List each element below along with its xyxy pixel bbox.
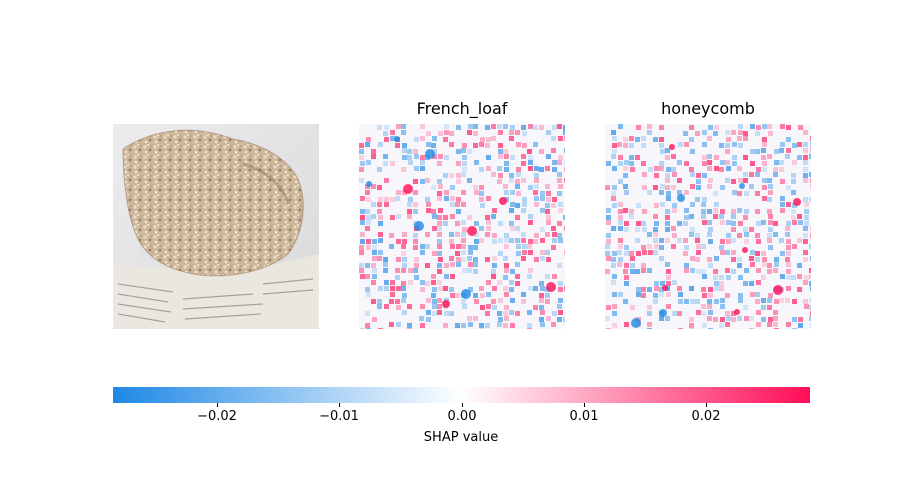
colorbar-tick-label: 0.00 bbox=[447, 409, 477, 424]
shap-heatmap-honeycomb bbox=[605, 124, 811, 329]
colorbar-tick-label: −0.01 bbox=[319, 409, 359, 424]
colorbar-tick-label: 0.02 bbox=[691, 409, 721, 424]
panel-title-honeycomb: honeycomb bbox=[661, 99, 755, 118]
colorbar-tick-label: −0.02 bbox=[197, 409, 237, 424]
colorbar-tick-mark bbox=[462, 403, 463, 407]
colorbar-tick-label: 0.01 bbox=[569, 409, 599, 424]
input-image bbox=[113, 124, 319, 329]
colorbar bbox=[113, 387, 810, 403]
colorbar-tick-mark bbox=[217, 403, 218, 407]
colorbar-tick-mark bbox=[584, 403, 585, 407]
colorbar-tick-mark bbox=[706, 403, 707, 407]
colorbar-tick-mark bbox=[339, 403, 340, 407]
colorbar-label: SHAP value bbox=[423, 430, 499, 445]
input-image-panel bbox=[113, 124, 319, 329]
shap-map-french-loaf bbox=[359, 124, 565, 329]
shap-map-honeycomb bbox=[605, 124, 811, 329]
shap-heatmap-french-loaf bbox=[359, 124, 565, 329]
panel-title-french-loaf: French_loaf bbox=[416, 99, 508, 118]
